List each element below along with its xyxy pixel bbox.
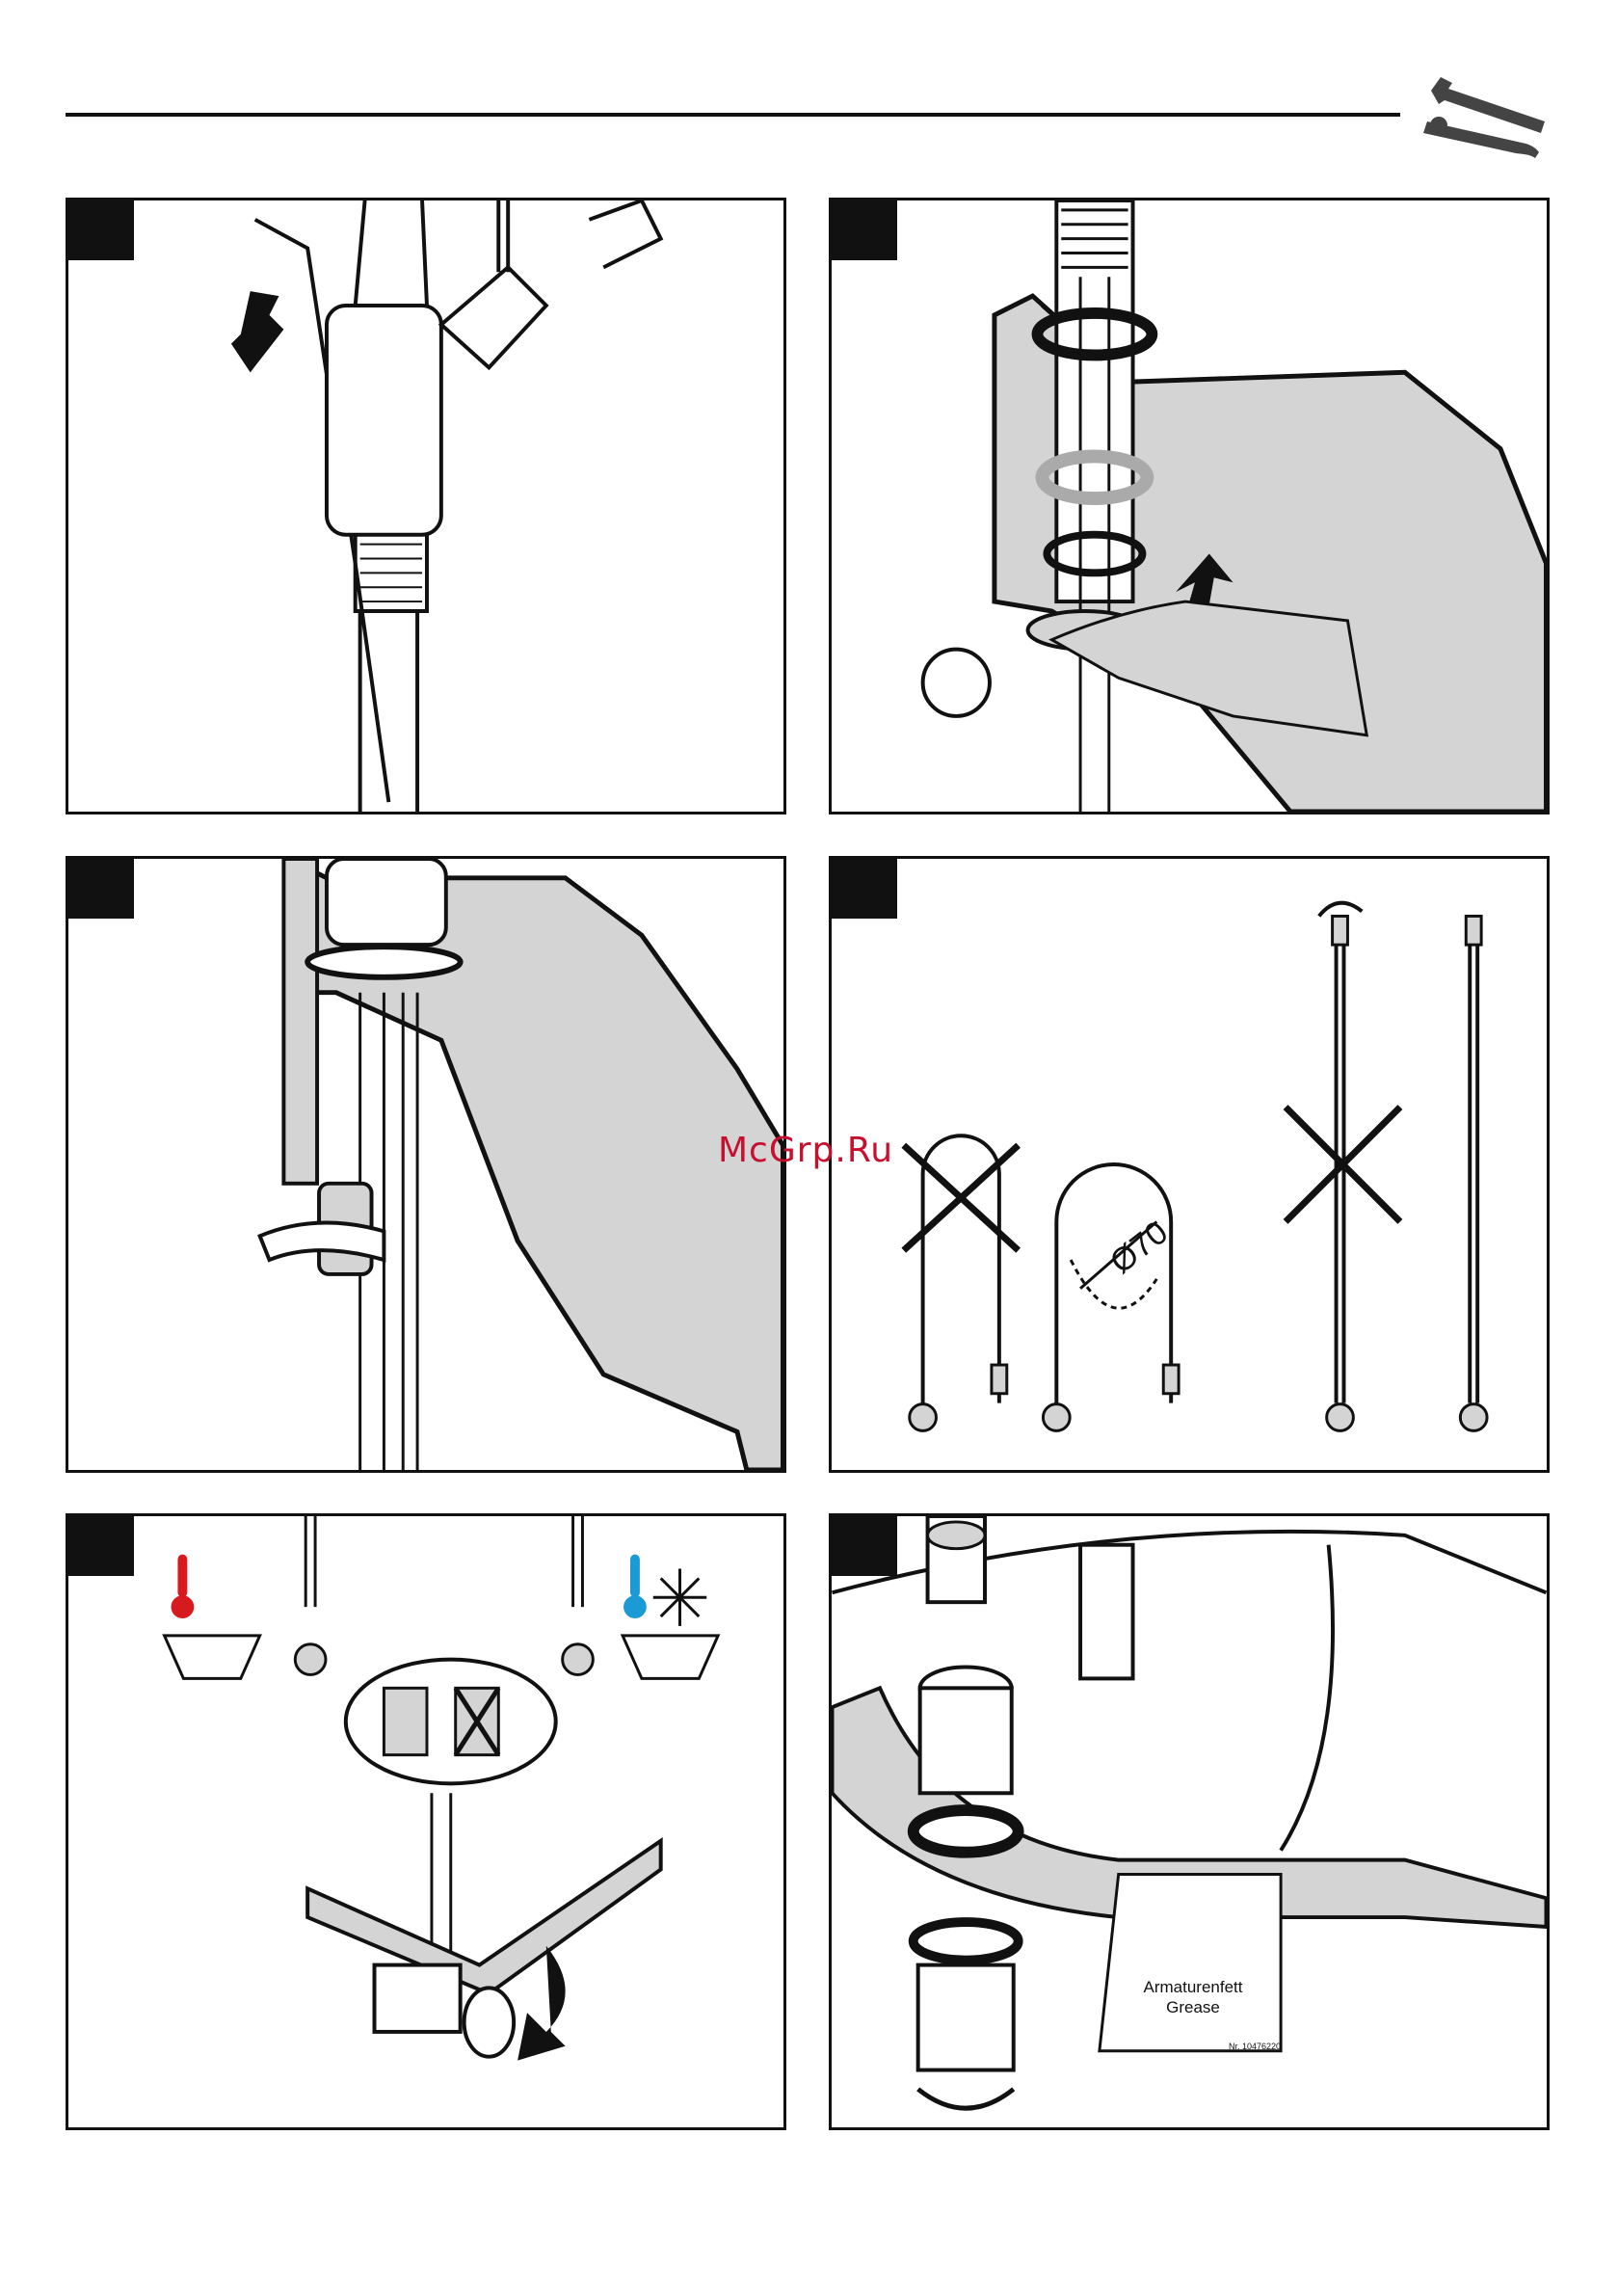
- panel-5-illustration: [68, 1516, 783, 2127]
- grease-part-number: Nr. 10476220: [1229, 2042, 1281, 2051]
- grease-label: Armaturenfett Grease: [1101, 1977, 1285, 2017]
- grease-label-line2: Grease: [1101, 1997, 1285, 2017]
- panel-2-illustration: [832, 200, 1547, 812]
- thermometer-cold-icon: [623, 1555, 647, 1618]
- rotate-arrow-icon: [918, 2089, 1014, 2108]
- panel-6: Armaturenfett Grease Nr. 10476220: [829, 1513, 1550, 2130]
- panel-4: Ø70: [829, 856, 1550, 1473]
- grease-label-line1: Armaturenfett: [1101, 1977, 1285, 1997]
- panel-3-illustration: [68, 859, 783, 1470]
- panel-1: [66, 198, 786, 814]
- down-arrow-icon: [231, 291, 283, 372]
- wrench-screwdriver-icon: [1421, 64, 1556, 160]
- panel-4-illustration: [832, 859, 1547, 1470]
- snowflake-icon: [653, 1568, 706, 1625]
- panel-6-illustration: [832, 1516, 1547, 2127]
- grease-package: [1100, 1874, 1281, 2050]
- plug-insert: [1080, 1545, 1132, 1679]
- watermark: McGrp.Ru: [718, 1131, 893, 1170]
- panel-3: [66, 856, 786, 1473]
- thermometer-hot-icon: [172, 1555, 195, 1618]
- rotate-arrow-icon: [1319, 903, 1363, 917]
- panel-2: [829, 198, 1550, 814]
- header-rule: [66, 113, 1400, 117]
- panel-5: [66, 1513, 786, 2130]
- panel-1-illustration: [68, 200, 783, 812]
